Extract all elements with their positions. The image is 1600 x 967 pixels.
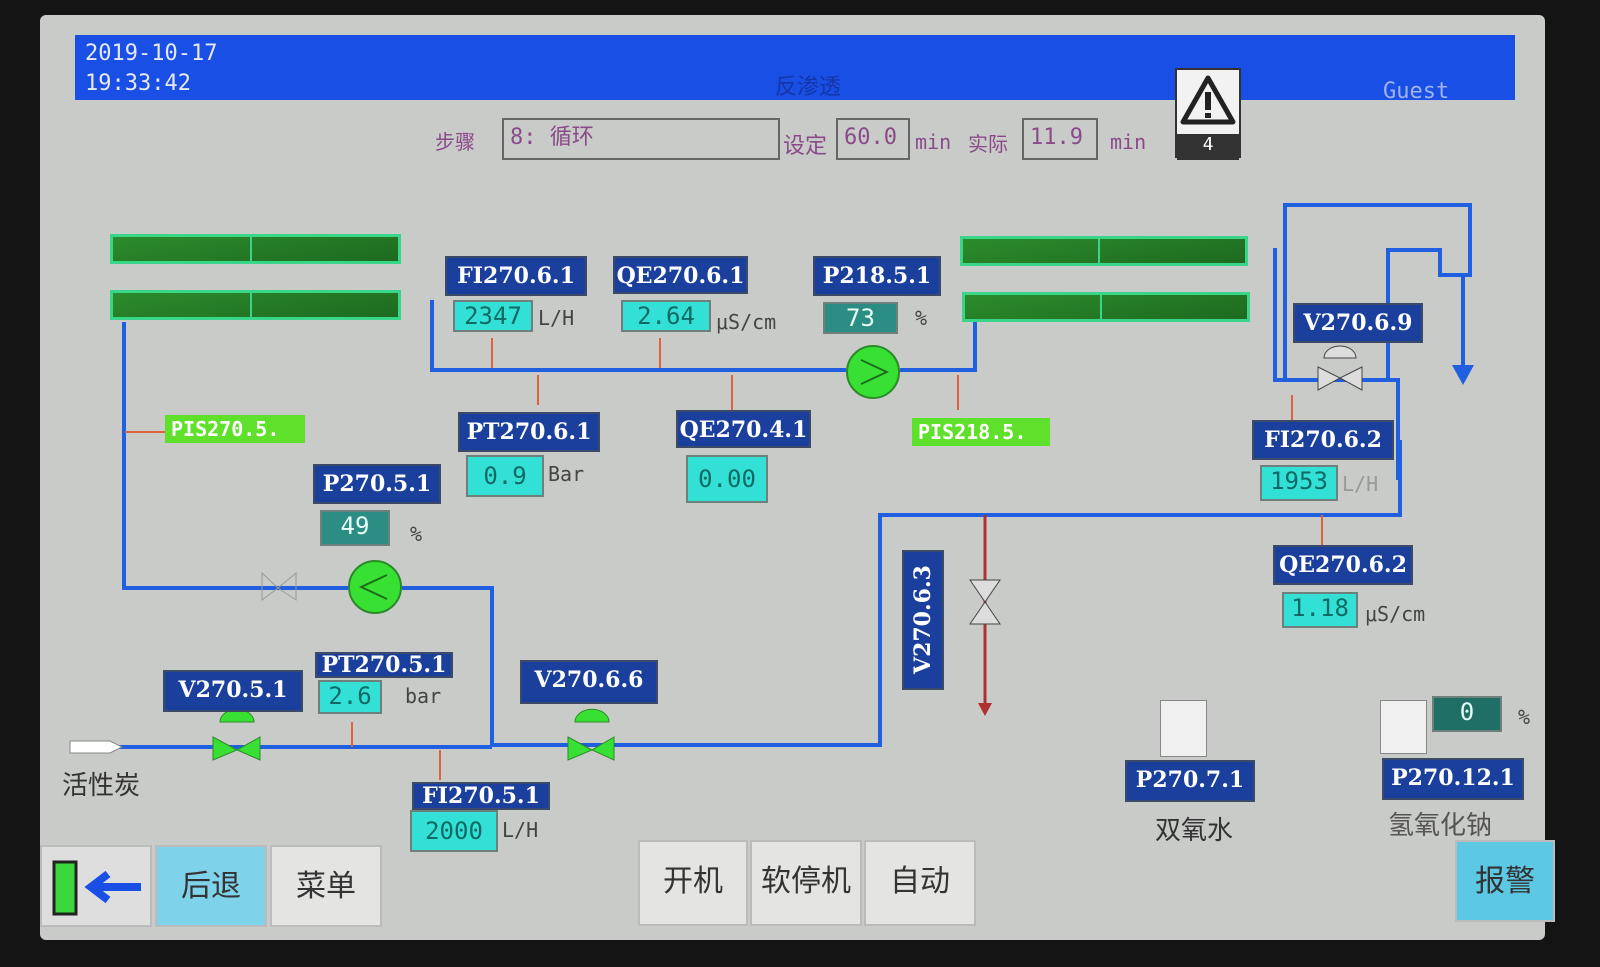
pump-icon: [860, 359, 890, 385]
valve-icons: [212, 708, 615, 761]
tag-p218-5-1[interactable]: P218.5.1: [813, 256, 941, 296]
tag-qe270-6-1[interactable]: QE270.6.1: [613, 256, 748, 294]
header-bar: 2019-10-17 19:33:42 反渗透 Guest: [75, 35, 1515, 104]
value-fi270-5-1: 2000: [410, 810, 498, 852]
tag-p270-12-1[interactable]: P270.12.1: [1382, 758, 1524, 800]
actual-unit: min: [1110, 130, 1147, 154]
alarm-count: 4: [1177, 134, 1239, 160]
pump-p270[interactable]: [348, 560, 402, 614]
tag-pis270-5[interactable]: PIS270.5.: [165, 415, 305, 443]
unit: L/H: [1342, 472, 1379, 496]
unit: μS/cm: [716, 310, 777, 334]
unit: %: [410, 522, 423, 546]
value-qe270-6-2: 1.18: [1282, 592, 1358, 628]
tag-qe270-4-1[interactable]: QE270.4.1: [676, 410, 811, 448]
unit: L/H: [538, 306, 575, 330]
tag-fi270-6-1[interactable]: FI270.6.1: [445, 256, 587, 296]
tag-fi270-5-1[interactable]: FI270.5.1: [412, 782, 550, 810]
tag-pt270-6-1[interactable]: PT270.6.1: [458, 412, 600, 452]
exit-button[interactable]: [40, 845, 152, 927]
pump-icon: [358, 574, 388, 600]
exit-icon: [52, 860, 141, 916]
tag-p270-7-1[interactable]: P270.7.1: [1125, 760, 1255, 802]
unit: %: [915, 306, 928, 330]
tag-v270-6-6[interactable]: V270.6.6: [520, 660, 658, 704]
start-button[interactable]: 开机: [638, 840, 748, 926]
auto-button[interactable]: 自动: [864, 840, 976, 926]
step-label: 步骤: [435, 130, 475, 154]
pump-p218[interactable]: [846, 345, 900, 399]
unit: bar: [405, 684, 442, 708]
step-field: 8: 循环: [502, 118, 780, 160]
user-label[interactable]: Guest: [1383, 79, 1450, 104]
set-unit: min: [915, 130, 952, 154]
date: 2019-10-17: [85, 41, 218, 66]
back-button[interactable]: 后退: [155, 845, 267, 927]
value-qe270-6-1: 2.64: [621, 300, 711, 332]
ro-membrane-1: [110, 234, 401, 264]
alarm-indicator[interactable]: 4: [1175, 68, 1241, 160]
drain-arrow-icon: [1452, 365, 1474, 385]
tag-fi270-6-2[interactable]: FI270.6.2: [1252, 420, 1394, 460]
h2o2-label: 双氧水: [1155, 816, 1234, 846]
tag-pt270-5-1[interactable]: PT270.5.1: [315, 652, 453, 678]
tag-v270-6-9[interactable]: V270.6.9: [1293, 303, 1423, 343]
value-p270-12-1[interactable]: 0: [1432, 696, 1502, 732]
unit: %: [1518, 705, 1531, 729]
set-time-field[interactable]: 60.0: [836, 118, 910, 160]
value-fi270-6-1: 2347: [453, 300, 533, 332]
unit: L/H: [502, 818, 539, 842]
ro-membrane-2: [110, 290, 401, 320]
tag-p270-5-1[interactable]: P270.5.1: [313, 464, 441, 504]
alarm-button[interactable]: 报警: [1455, 840, 1555, 922]
value-pt270-6-1: 0.9: [466, 455, 544, 497]
value-p270-5-1[interactable]: 49: [320, 510, 390, 546]
inlet-label: 活性炭: [62, 771, 141, 801]
tag-qe270-6-2[interactable]: QE270.6.2: [1273, 545, 1413, 585]
value-fi270-6-2: 1953: [1260, 465, 1338, 501]
tag-v270-6-3[interactable]: V270.6.3: [902, 550, 944, 690]
tag-pis218-5[interactable]: PIS218.5.: [912, 418, 1050, 446]
value-p218-5-1[interactable]: 73: [823, 302, 898, 334]
time: 19:33:42: [85, 71, 191, 96]
dosing-tank-naoh: [1380, 700, 1427, 754]
naoh-label: 氢氧化钠: [1388, 811, 1493, 841]
menu-button[interactable]: 菜单: [270, 845, 382, 927]
actual-label: 实际: [968, 132, 1008, 156]
value-pt270-5-1: 2.6: [318, 680, 382, 714]
tag-v270-5-1[interactable]: V270.5.1: [163, 670, 303, 712]
actual-time-field: 11.9: [1022, 118, 1098, 160]
set-label: 设定: [783, 134, 828, 159]
soft-stop-button[interactable]: 软停机: [750, 840, 862, 926]
warning-icon: [1180, 75, 1236, 125]
unit: Bar: [548, 462, 585, 486]
value-qe270-4-1: 0.00: [686, 455, 768, 503]
ro-membrane-3: [960, 236, 1248, 266]
page-title: 反渗透: [775, 75, 842, 100]
dosing-tank-h2o2: [1160, 700, 1207, 757]
unit: μS/cm: [1365, 602, 1426, 626]
ro-membrane-4: [962, 292, 1250, 322]
